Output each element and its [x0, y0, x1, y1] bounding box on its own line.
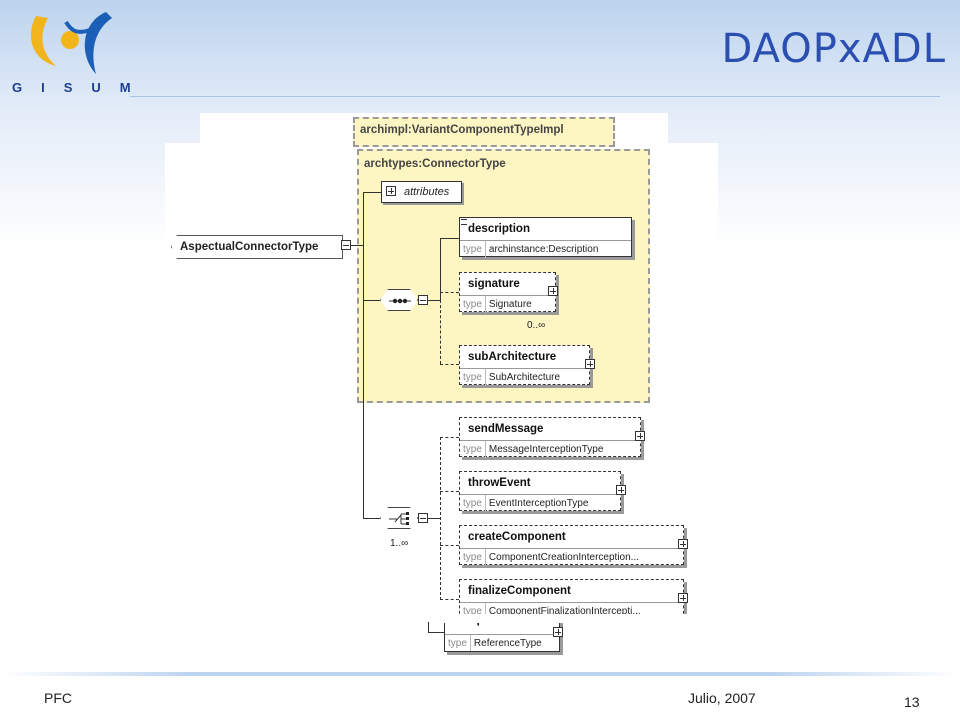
choice-occurrence: 1..∞ [390, 538, 409, 549]
choice-branch [363, 518, 380, 519]
description-branch [440, 238, 459, 239]
expand-createcomponent-button[interactable] [678, 539, 688, 549]
sequence-compositor[interactable] [380, 289, 418, 311]
element-type: ReferenceType [473, 638, 542, 649]
signature-occurrence: 0..∞ [527, 320, 546, 331]
type-key: type [460, 495, 486, 512]
type-key: type [460, 241, 486, 258]
element-name: signature [468, 278, 520, 290]
top-divider [130, 96, 940, 97]
throw-branch [440, 491, 459, 492]
expand-sendmessage-button[interactable] [635, 431, 645, 441]
type-key: type [460, 296, 486, 313]
element-name: subArchitecture [468, 351, 557, 363]
footer-date: Julio, 2007 [688, 690, 756, 706]
collapse-root-button[interactable] [341, 240, 351, 250]
variant-component-group [353, 117, 615, 147]
element-type: Signature [488, 299, 532, 310]
documentation-icon [461, 219, 467, 225]
expand-subarchitecture-button[interactable] [585, 359, 595, 369]
bottom-connector-v [428, 622, 429, 632]
element-name: finalizeComponent [468, 585, 571, 597]
trunk-line [363, 192, 364, 518]
collapse-sequence-button[interactable] [418, 295, 428, 305]
element-name: description [468, 223, 530, 235]
choice-out [428, 518, 440, 519]
expand-attributes-button[interactable] [386, 186, 396, 196]
choice-icon [381, 508, 419, 530]
type-key: type [460, 441, 486, 458]
type-key: type [460, 549, 486, 566]
variant-group-title: archimpl:VariantComponentTypeImpl [360, 124, 564, 136]
bottom-connector-h [428, 632, 444, 633]
send-branch [440, 437, 459, 438]
page-number: 13 [904, 694, 920, 710]
element-name: createComponent [468, 531, 566, 543]
element-type: ComponentCreationInterception... [488, 552, 639, 563]
choice-vertical [440, 437, 441, 600]
finalize-branch [440, 599, 459, 600]
slide-title: DAOPxADL [721, 26, 946, 72]
sequence-icon [381, 290, 419, 312]
type-key: type [445, 635, 471, 651]
expand-finalizecomponent-button[interactable] [678, 593, 688, 603]
seq-out [428, 300, 440, 301]
attributes-label: attributes [404, 186, 450, 198]
overlap-mask [440, 614, 690, 623]
element-type: EventInterceptionType [488, 498, 589, 509]
element-type: ComponentFinalizationIntercepti... [488, 606, 641, 617]
collapse-choice-button[interactable] [418, 513, 428, 523]
create-branch [440, 545, 459, 546]
attr-branch [363, 192, 381, 193]
element-name: throwEvent [468, 477, 531, 489]
element-name: sendMessage [468, 423, 544, 435]
expand-throwevent-button[interactable] [616, 485, 626, 495]
expand-componentinter-button[interactable] [553, 627, 563, 637]
footer-left: PFC [44, 690, 72, 706]
seq-vertical-solid [440, 238, 441, 300]
seq-vertical-dashed [440, 300, 441, 364]
subarch-branch [440, 364, 459, 365]
element-type: archinstance:Description [488, 244, 599, 255]
connector-group-title: archtypes:ConnectorType [364, 158, 506, 170]
expand-signature-button[interactable] [548, 286, 558, 296]
element-type: SubArchitecture [488, 372, 561, 383]
attributes-box[interactable]: attributes [381, 181, 462, 203]
seq-branch-curve [363, 300, 380, 301]
root-connector [351, 245, 363, 246]
logo-text: GISUM [12, 80, 150, 95]
gisum-logo [8, 4, 138, 104]
type-key: type [460, 369, 486, 386]
signature-branch [440, 292, 459, 293]
bottom-divider [0, 672, 960, 676]
element-type: MessageInterceptionType [488, 444, 604, 455]
root-element[interactable]: AspectualConnectorType [171, 235, 343, 259]
type-key: type [460, 603, 486, 620]
choice-compositor[interactable] [380, 507, 418, 529]
